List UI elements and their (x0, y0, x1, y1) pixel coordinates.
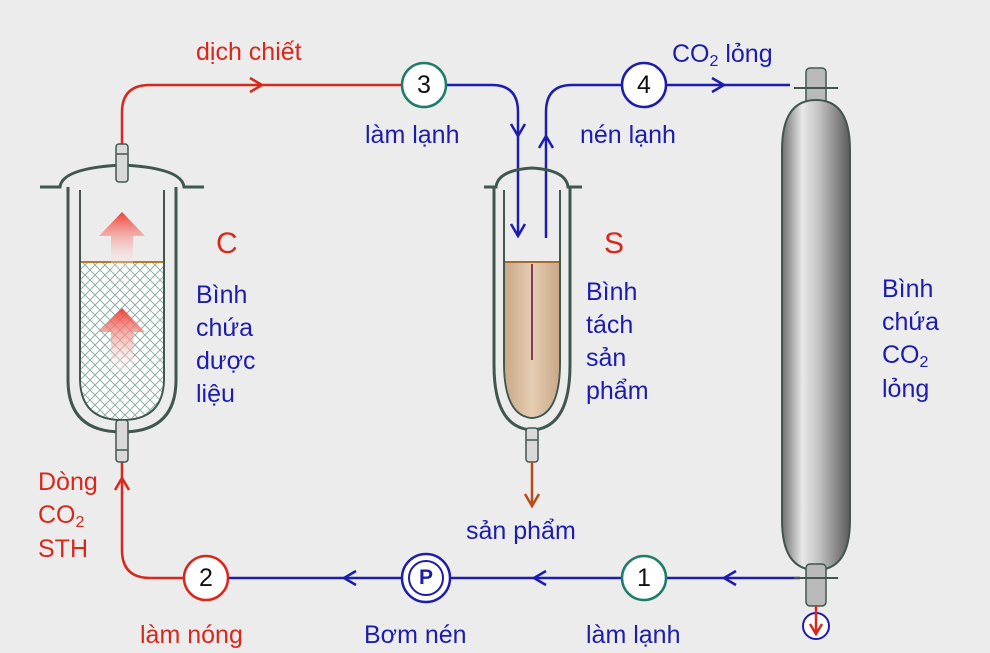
blue-line-from-s (544, 83, 622, 238)
heating-2-label: làm nóng (140, 621, 243, 649)
extract-label: dịch chiết (196, 38, 302, 66)
arrow-down-tip-s (509, 223, 527, 239)
up-arrow-lower (99, 308, 145, 372)
tank-desc: Bình chứa CO2 lỏng (882, 275, 940, 404)
vessel-c (40, 143, 204, 463)
red-feed-line (120, 460, 184, 580)
node-3-label: 3 (417, 71, 431, 99)
node-4-label: 4 (637, 71, 651, 99)
node-2-ring (182, 554, 230, 602)
arrow-up-out-s (537, 133, 555, 149)
node-1-ring (620, 554, 668, 602)
liquid-co2-label: CO2 lỏng (672, 40, 773, 70)
red-feed-arrow (113, 475, 131, 491)
compress-cool-4-label: nén lạnh (580, 121, 676, 149)
cooling-3-label: làm lạnh (365, 121, 460, 149)
vessel-c-letter: C (216, 227, 238, 260)
co2-tank (781, 67, 851, 640)
cooling-1-label: làm lạnh (586, 621, 681, 649)
arrow-left-1 (721, 569, 737, 587)
arrow-down-into-s (509, 123, 527, 139)
red-extract-arrow (249, 76, 265, 94)
arrow-right-to-tank (711, 76, 727, 94)
up-arrow-upper (99, 212, 145, 268)
pump-label: P (418, 566, 433, 589)
pump-inner-ring (408, 560, 444, 596)
node-4-ring (620, 61, 668, 109)
arrow-left-2 (531, 569, 547, 587)
blue-line-to-s (446, 83, 520, 235)
co2-stream-label: Dòng CO2 STH (38, 468, 98, 564)
pump-name-label: Bơm nén (364, 621, 467, 649)
arrow-left-3 (341, 569, 357, 587)
node-2-label: 2 (199, 564, 213, 592)
product-label: sản phẩm (466, 517, 576, 545)
node-1-label: 1 (637, 564, 651, 592)
node-3-ring (400, 61, 448, 109)
vessel-s-letter: S (604, 227, 625, 260)
vessel-s (484, 166, 582, 509)
red-extract-line (120, 83, 402, 150)
